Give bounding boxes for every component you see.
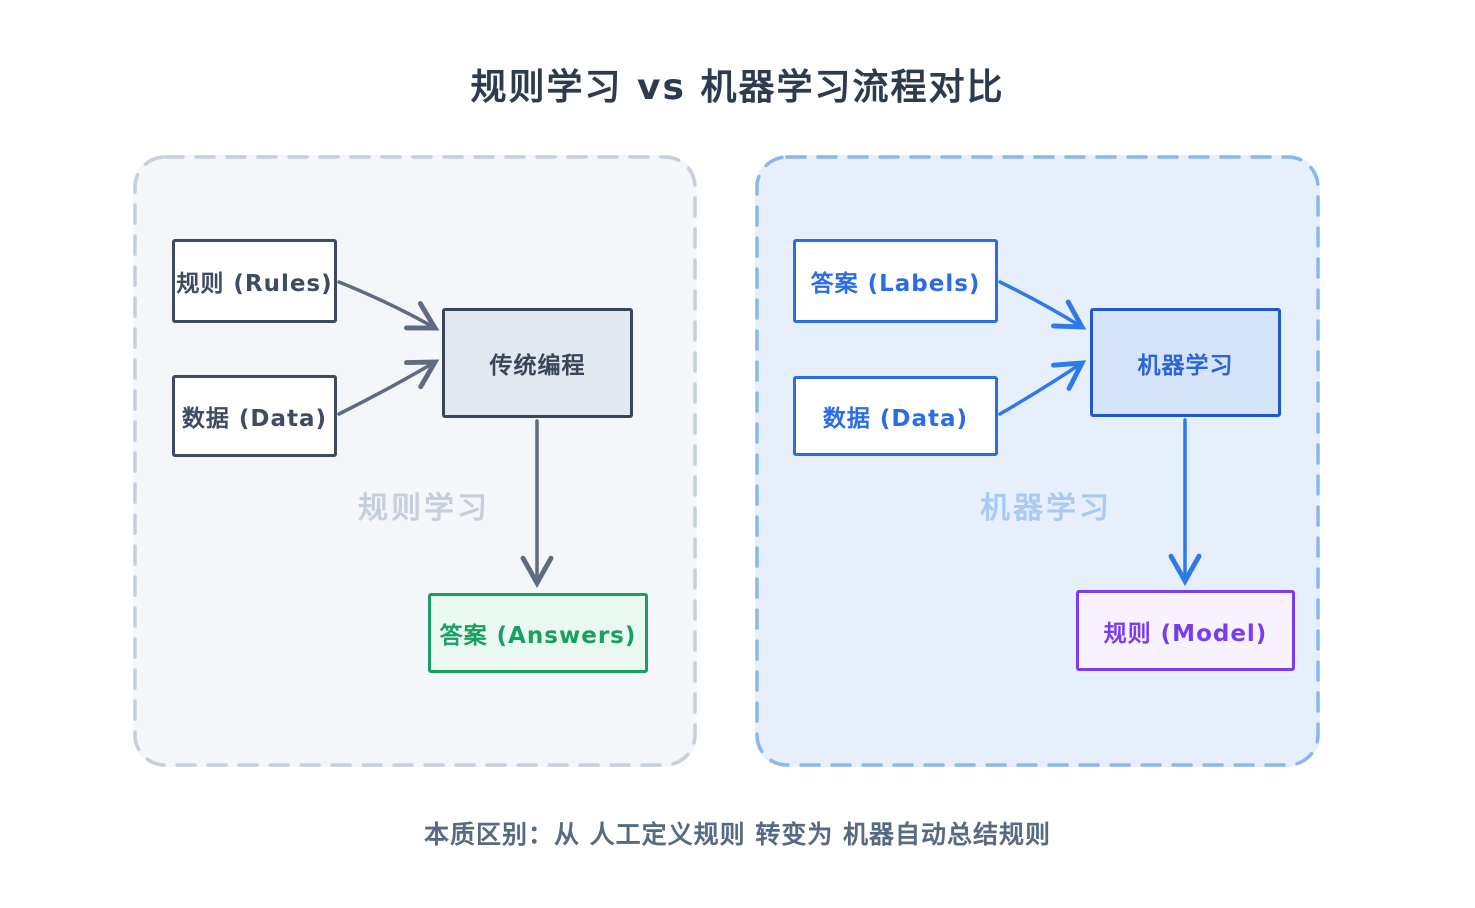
node-data-left: 数据 (Data) [172, 375, 337, 457]
node-machine-learning-label: 机器学习 [1137, 352, 1234, 379]
arrow-data-to-ml [998, 360, 1087, 416]
node-data-right: 数据 (Data) [793, 376, 998, 456]
essence-note: 本质区别：从 人工定义规则 转变为 机器自动总结规则 [423, 820, 1052, 849]
arrow-rules-to-traditional [337, 280, 440, 331]
rule-learning-watermark: 规则学习 [358, 491, 490, 526]
node-rules: 规则 (Rules) [172, 239, 337, 323]
machine-learning-watermark: 机器学习 [980, 491, 1112, 526]
node-data-right-label: 数据 (Data) [822, 406, 969, 432]
node-traditional-programming-label: 传统编程 [489, 353, 586, 379]
node-answers-label: 答案 (Answers) [439, 623, 637, 649]
arrow-data-to-traditional [337, 359, 440, 416]
node-labels: 答案 (Labels) [793, 239, 998, 323]
node-machine-learning: 机器学习 [1090, 308, 1281, 417]
machine-learning-panel: 答案 (Labels) 数据 (Data) 机器学习 规则 (Model) 机器… [755, 155, 1320, 767]
diagram-title: 规则学习 vs 机器学习流程对比 [470, 67, 1005, 108]
node-labels-label: 答案 (Labels) [810, 271, 981, 297]
node-model: 规则 (Model) [1076, 590, 1295, 671]
node-answers: 答案 (Answers) [428, 593, 648, 673]
node-traditional-programming: 传统编程 [442, 308, 633, 418]
arrow-labels-to-ml [998, 280, 1087, 330]
node-model-label: 规则 (Model) [1103, 620, 1268, 647]
node-rules-label: 规则 (Rules) [176, 271, 333, 297]
node-data-left-label: 数据 (Data) [181, 406, 328, 432]
rule-learning-panel: 规则 (Rules) 数据 (Data) 传统编程 答案 (Answers) 规… [133, 155, 697, 767]
